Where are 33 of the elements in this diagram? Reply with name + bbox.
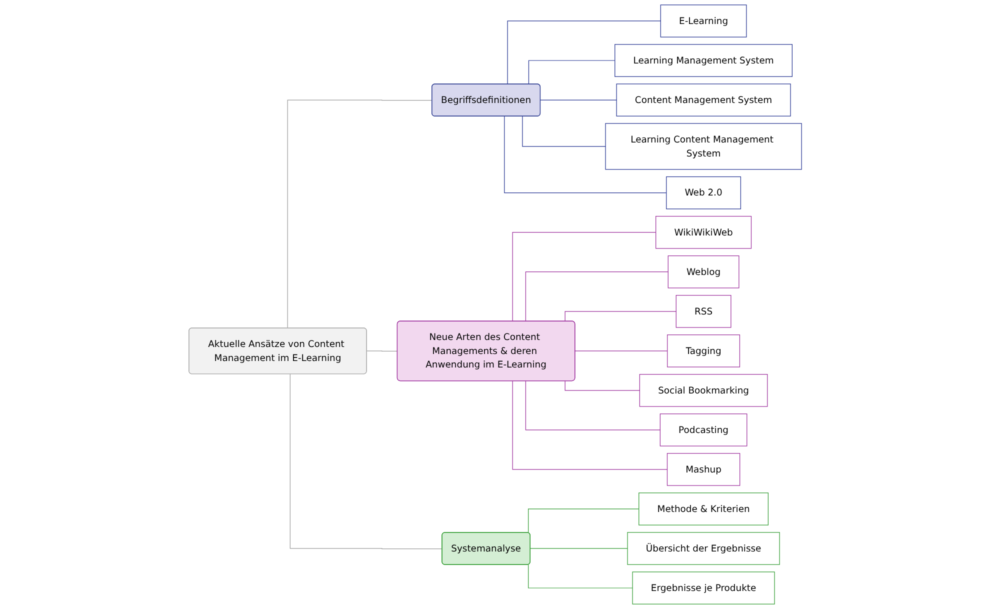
node-box: Podcasting	[660, 414, 747, 446]
node-box: Content Management System	[616, 84, 791, 116]
node-box: Ergebnisse je Produkte	[632, 572, 775, 604]
connector	[528, 564, 633, 588]
node-box: Übersicht der Ergebnisse	[626, 532, 780, 565]
connector	[574, 350, 668, 352]
connector	[366, 350, 398, 352]
connector	[504, 116, 666, 194]
node-box: Learning Content Management System	[604, 123, 802, 170]
node-box: WikiWikiWeb	[655, 216, 752, 249]
connector	[528, 508, 639, 534]
connector	[287, 100, 432, 329]
connector	[512, 232, 656, 322]
node-box: Weblog	[668, 255, 740, 288]
connector	[522, 116, 606, 147]
connector	[290, 374, 442, 550]
connector	[564, 311, 676, 322]
connector	[507, 20, 661, 85]
connector	[525, 272, 668, 322]
node-box: RSS	[676, 295, 732, 328]
node-box: Methode & Kriterien	[638, 492, 768, 526]
node-box: Social Bookmarking	[639, 374, 768, 407]
node-box: Web 2.0	[666, 176, 741, 210]
node-box: Tagging	[666, 334, 740, 368]
node-box: Mashup	[666, 453, 740, 486]
connector	[528, 60, 615, 85]
connector	[530, 548, 628, 550]
connector	[512, 380, 668, 470]
connector	[540, 100, 617, 101]
connector	[564, 380, 640, 391]
node-box: E-Learning	[660, 4, 746, 38]
node-box: Learning Management System	[614, 44, 792, 77]
connector	[525, 380, 660, 430]
